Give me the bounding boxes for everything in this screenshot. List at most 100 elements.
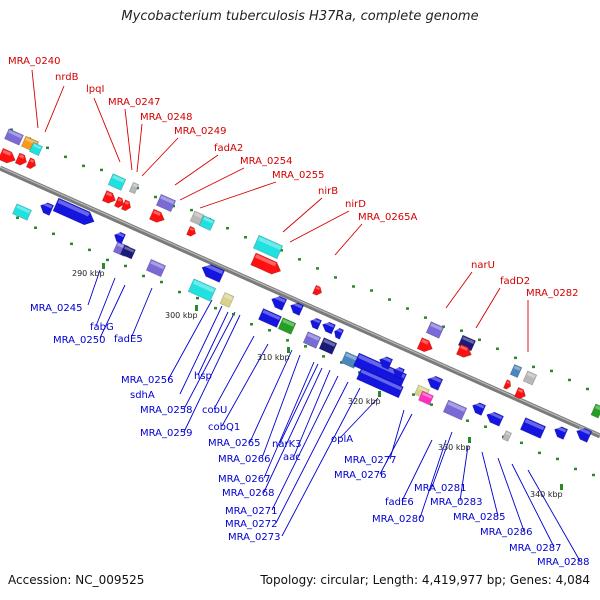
gene-label-reverse[interactable]: MRA_0267 <box>218 474 270 485</box>
gene-label-reverse[interactable]: MRA_0250 <box>53 335 105 346</box>
leader-line <box>179 305 223 395</box>
gene-feature <box>312 284 323 296</box>
gene-label-reverse[interactable]: MRA_0271 <box>225 506 277 517</box>
gene-label-reverse[interactable]: MRA_0258 <box>140 405 192 416</box>
gene-label-reverse[interactable]: cobU <box>202 405 227 416</box>
scale-tick-label: 310 kbp <box>257 353 290 362</box>
gene-label-forward[interactable]: MRA_0249 <box>174 126 226 137</box>
leader-line <box>401 439 433 502</box>
gene-label-reverse[interactable]: MRA_0266 <box>218 454 270 465</box>
gene-label-reverse[interactable]: MRA_0288 <box>537 557 589 568</box>
track-dot <box>406 307 409 310</box>
track-dot <box>568 378 571 382</box>
track-dot <box>196 296 199 300</box>
gene-label-forward[interactable]: fadA2 <box>214 143 243 154</box>
track-dot <box>82 164 85 168</box>
gene-label-reverse[interactable]: narK3 <box>272 439 302 450</box>
gene-feature <box>302 331 322 349</box>
gene-label-reverse[interactable]: MRA_0256 <box>121 375 173 386</box>
leader-line <box>334 223 363 256</box>
track-dot <box>304 345 307 348</box>
gene-feature <box>201 262 226 283</box>
gene-label-forward[interactable]: nirD <box>345 199 366 210</box>
gene-label-reverse[interactable]: MRA_0259 <box>140 428 192 439</box>
gene-label-forward[interactable]: fadD2 <box>500 276 530 287</box>
gene-label-reverse[interactable]: MRA_0265 <box>208 438 260 449</box>
gene-label-reverse[interactable]: aac <box>283 452 301 463</box>
gene-label-reverse[interactable]: oplA <box>331 434 353 445</box>
gene-feature <box>271 294 288 311</box>
gene-label-forward[interactable]: narU <box>471 260 495 271</box>
track-dot <box>34 226 37 230</box>
gene-feature <box>120 199 131 212</box>
gene-label-reverse[interactable]: hsp <box>194 371 212 382</box>
track-dot <box>214 306 217 310</box>
gene-feature <box>128 181 140 195</box>
track-dot <box>154 195 157 199</box>
gene-label-reverse[interactable]: cobQ1 <box>208 422 240 433</box>
gene-label-forward[interactable]: MRA_0254 <box>240 156 292 167</box>
leader-line <box>136 123 143 173</box>
gene-label-forward[interactable]: nrdB <box>55 72 79 83</box>
track-dot <box>520 441 523 445</box>
gene-label-forward[interactable]: MRA_0247 <box>108 97 160 108</box>
map-title: Mycobacterium tuberculosis H37Ra, comple… <box>121 9 479 24</box>
accession-text: Accession: NC_009525 <box>8 573 145 587</box>
gene-label-reverse[interactable]: MRA_0286 <box>480 527 532 538</box>
gene-label-reverse[interactable]: MRA_0245 <box>30 303 82 314</box>
gene-label-forward[interactable]: MRA_0265A <box>358 212 417 223</box>
gene-feature <box>4 128 24 146</box>
gene-label-reverse[interactable]: MRA_0277 <box>344 455 396 466</box>
track-dot <box>124 264 127 268</box>
gene-label-reverse[interactable]: MRA_0285 <box>453 512 505 523</box>
track-dot <box>100 168 103 172</box>
gene-label-reverse[interactable]: MRA_0276 <box>334 470 386 481</box>
leader-line <box>431 431 453 488</box>
track-dot <box>514 356 517 360</box>
gene-label-forward[interactable]: MRA_0255 <box>272 170 324 181</box>
genome-backbone <box>0 165 600 439</box>
track-dot <box>388 298 391 301</box>
gene-feature <box>107 173 127 191</box>
leader-line <box>271 375 339 511</box>
scale-tick-label: 290 kbp <box>72 269 105 278</box>
leader-line <box>281 387 361 537</box>
gene-label-reverse[interactable]: MRA_0280 <box>372 514 424 525</box>
gene-label-reverse[interactable]: MRA_0283 <box>430 497 482 508</box>
track-dot <box>250 322 253 326</box>
leader-line <box>481 451 499 517</box>
gene-feature <box>379 355 394 370</box>
gene-feature <box>0 147 16 164</box>
gene-label-reverse[interactable]: MRA_0268 <box>222 488 274 499</box>
track-dot <box>550 369 553 373</box>
topology-text: Topology: circular; Length: 4,419,977 bp… <box>260 573 590 587</box>
gene-label-forward[interactable]: MRA_0248 <box>140 112 192 123</box>
gene-label-forward[interactable]: MRA_0282 <box>526 288 578 299</box>
gene-label-reverse[interactable]: MRA_0281 <box>414 483 466 494</box>
track-dot <box>16 216 19 219</box>
track-dot <box>226 226 229 230</box>
track-dot <box>160 280 163 284</box>
gene-feature <box>114 231 127 245</box>
gene-label-forward[interactable]: lpqI <box>86 84 104 95</box>
track-dot <box>190 208 193 212</box>
gene-feature <box>416 337 433 353</box>
gene-label-reverse[interactable]: fabG <box>90 322 114 333</box>
gene-label-reverse[interactable]: MRA_0273 <box>228 532 280 543</box>
gene-feature <box>219 292 235 308</box>
gene-label-reverse[interactable]: sdhA <box>130 390 155 401</box>
gene-feature <box>334 327 345 340</box>
track-dot <box>70 242 73 246</box>
gene-label-forward[interactable]: nirB <box>318 186 338 197</box>
gene-label-reverse[interactable]: MRA_0287 <box>509 543 561 554</box>
gene-label-reverse[interactable]: fadE6 <box>385 497 414 508</box>
gene-feature <box>427 374 444 391</box>
gene-label-reverse[interactable]: MRA_0272 <box>225 519 277 530</box>
scale-tick-mark <box>287 347 290 353</box>
gene-label-forward[interactable]: MRA_0240 <box>8 56 60 67</box>
gene-feature <box>250 252 282 275</box>
track-dot <box>466 419 469 422</box>
gene-feature <box>576 426 593 443</box>
gene-label-reverse[interactable]: fadE5 <box>114 334 143 345</box>
